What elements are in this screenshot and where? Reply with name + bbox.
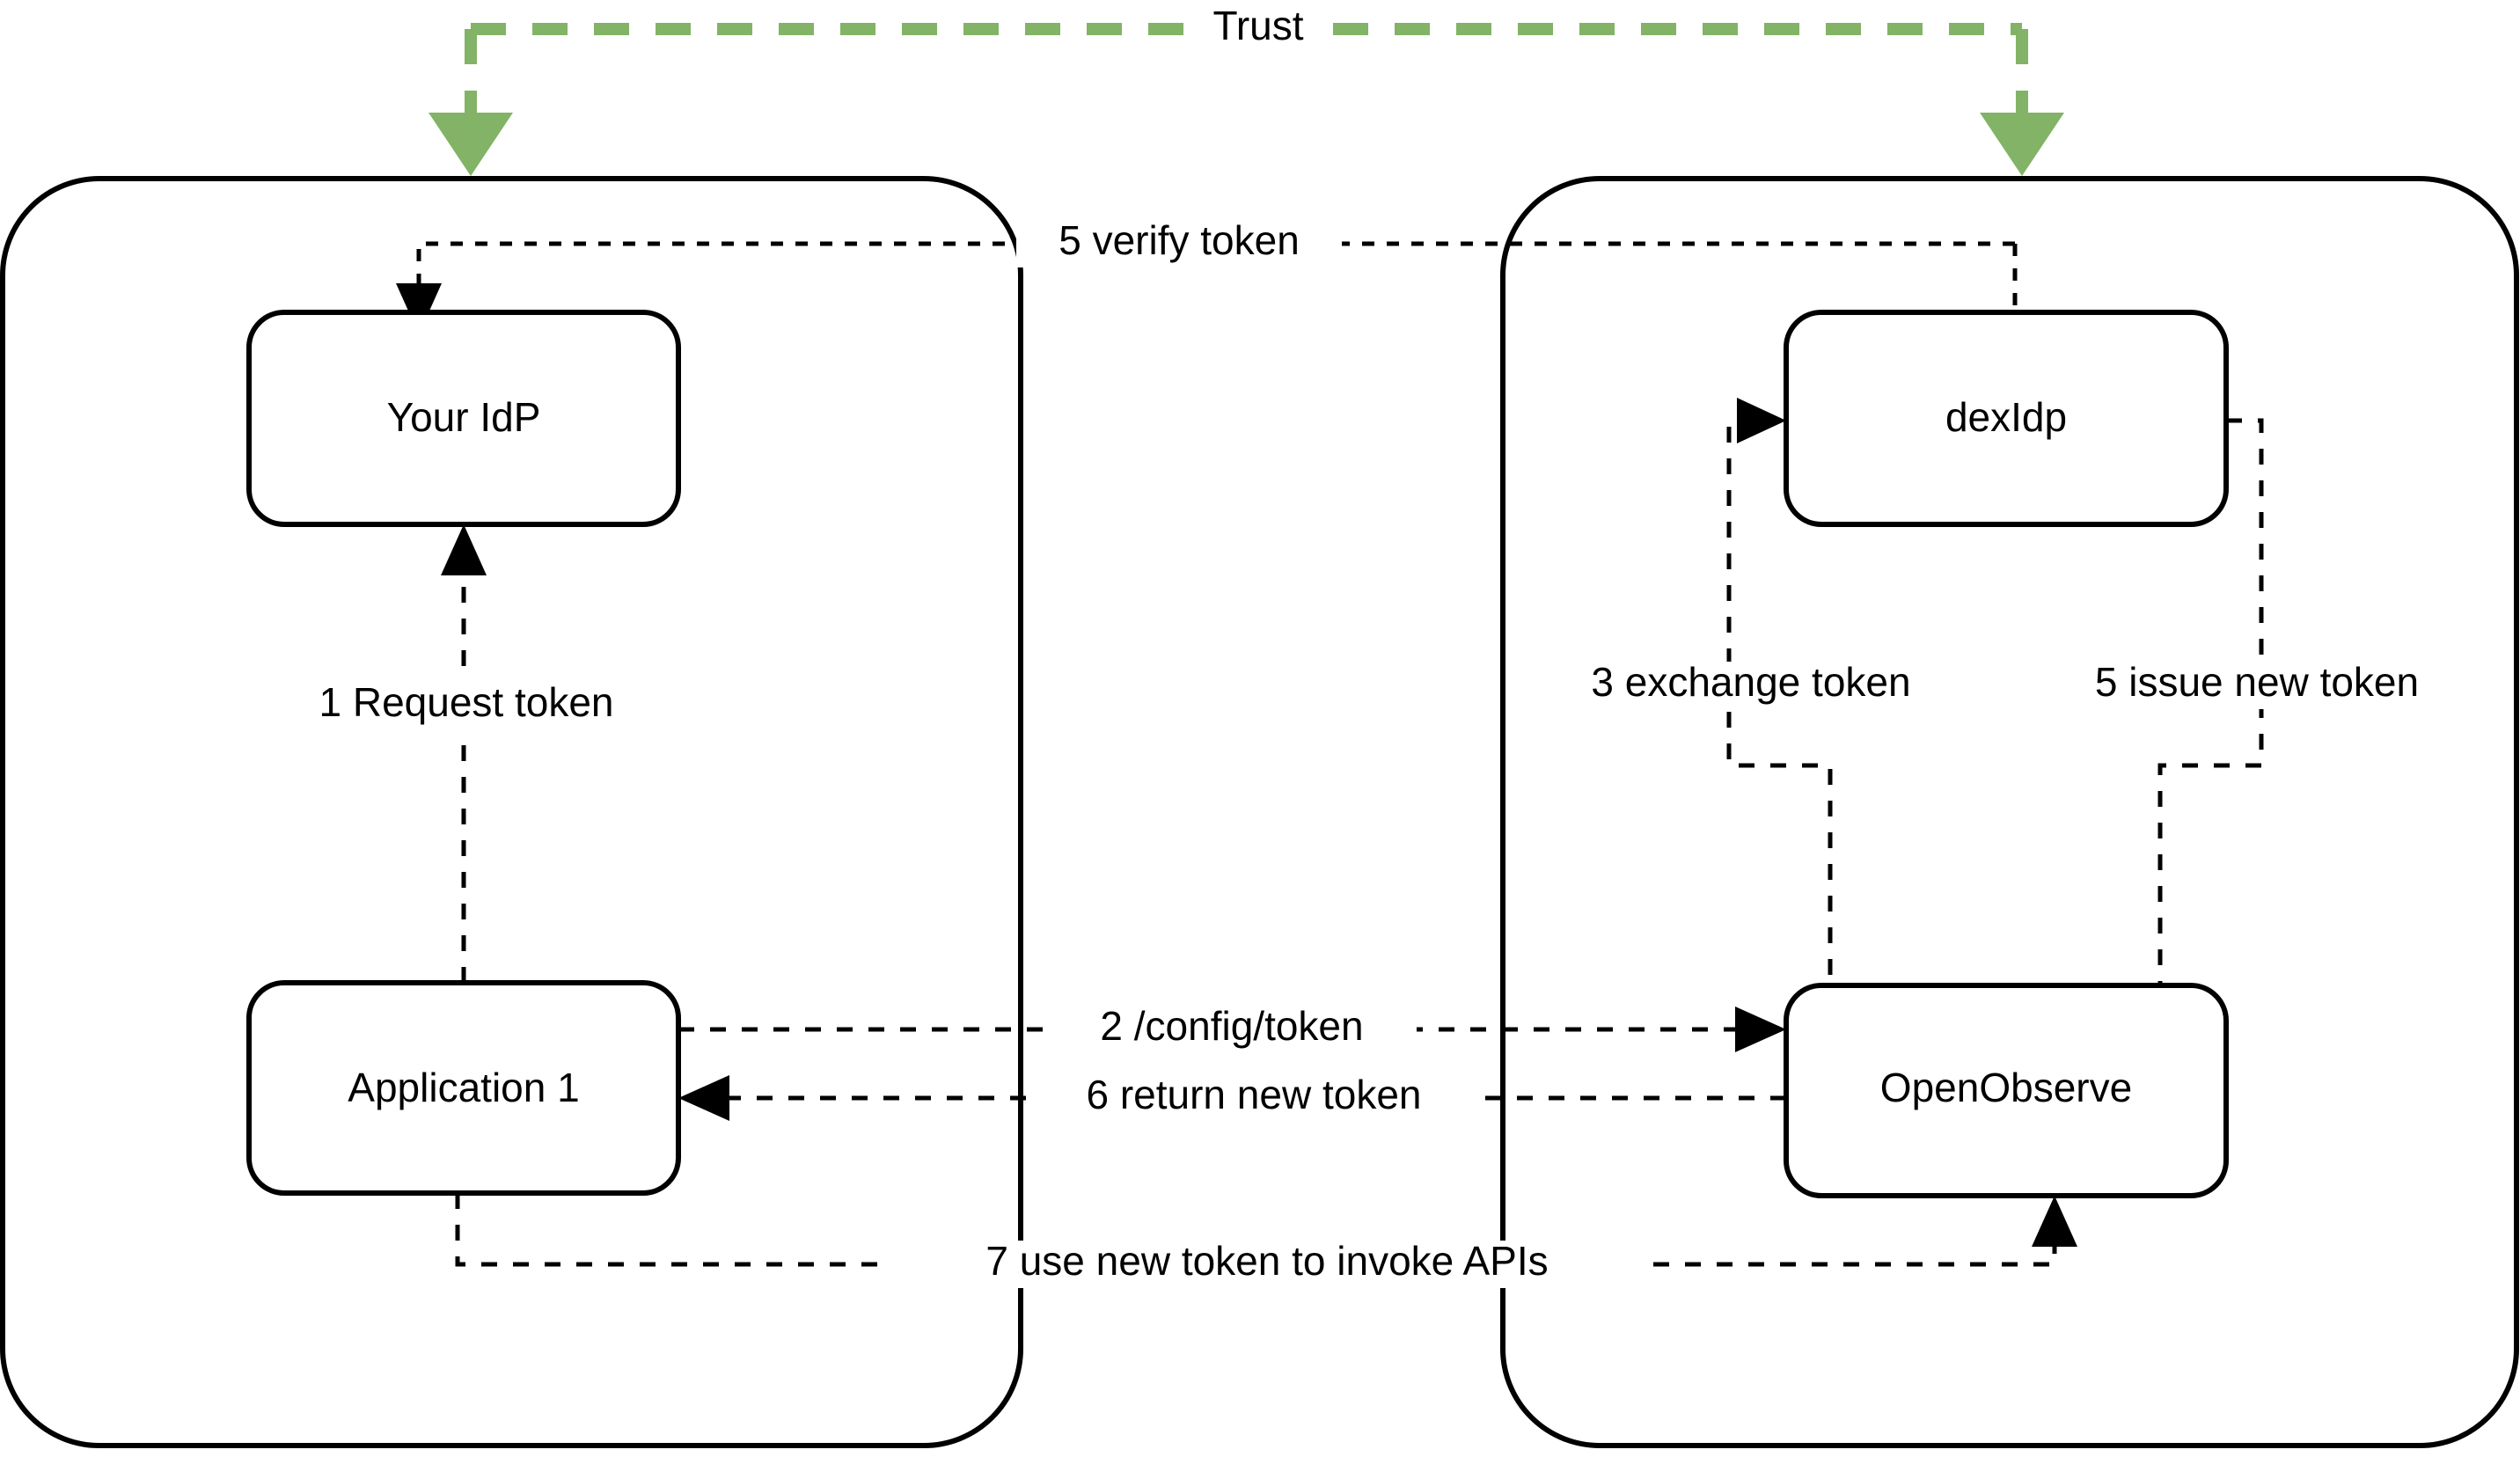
return-new-token-edge: 6 return new token <box>678 1072 1786 1122</box>
your-idp-label: Your IdP <box>387 394 541 440</box>
openobserve-label: OpenObserve <box>1880 1065 2132 1110</box>
request-token-edge: 1 Request token <box>268 524 664 983</box>
right-boundary-container <box>1500 176 2519 1448</box>
issue-new-token-label: 5 issue new token <box>2095 659 2419 705</box>
trust-label-backdrop <box>1183 7 1333 51</box>
node-openobserve[interactable]: OpenObserve <box>1784 983 2229 1198</box>
issue-new-token-edge: 5 issue new token <box>2033 418 2490 1038</box>
node-dexidp[interactable]: dexIdp <box>1784 310 2229 527</box>
exchange-token-arrowhead-icon <box>1737 398 1786 443</box>
left-boundary-container <box>0 176 1023 1448</box>
dexidp-label: dexIdp <box>1945 394 2067 440</box>
node-your-idp[interactable]: Your IdP <box>246 310 681 527</box>
use-new-token-label: 7 use new token to invoke APIs <box>985 1238 1548 1284</box>
request-token-arrowhead-icon <box>441 524 487 575</box>
use-new-token-label-backdrop <box>884 1241 1650 1288</box>
trust-left-arrowhead-icon <box>429 113 513 176</box>
exchange-token-label: 3 exchange token <box>1591 659 1910 705</box>
return-new-token-arrowhead-icon <box>678 1075 729 1121</box>
verify-token-label-backdrop <box>1016 220 1342 267</box>
verify-token-arrowhead-icon <box>396 283 442 334</box>
use-new-token-edge: 7 use new token to invoke APIs <box>455 1193 2077 1288</box>
exchange-token-label-backdrop <box>1531 662 1971 709</box>
trust-edge: Trust <box>429 3 2064 176</box>
config-token-edge: 2 /config/token <box>678 1003 1786 1053</box>
config-token-label-backdrop <box>1051 1006 1417 1053</box>
verify-token-path <box>416 241 2015 299</box>
issue-new-token-label-backdrop <box>2033 662 2490 709</box>
request-token-label: 1 Request token <box>319 679 613 725</box>
exchange-token-edge: 3 exchange token <box>1531 398 1971 1038</box>
use-new-token-arrowhead-icon <box>2032 1196 2077 1247</box>
node-application-1[interactable]: Application 1 <box>246 980 681 1196</box>
application-1-box[interactable] <box>246 980 681 1196</box>
trust-right-arrowhead-icon <box>1980 113 2064 176</box>
verify-token-edge: 5 verify token <box>396 217 2018 334</box>
return-new-token-label: 6 return new token <box>1086 1072 1421 1117</box>
config-token-arrowhead-icon <box>1735 1007 1786 1052</box>
request-token-label-backdrop <box>268 682 664 729</box>
verify-token-label: 5 verify token <box>1059 217 1300 263</box>
application-1-label: Application 1 <box>348 1065 579 1110</box>
issue-new-token-path <box>2157 418 2264 985</box>
trust-label: Trust <box>1212 3 1303 48</box>
openobserve-box[interactable] <box>1784 983 2229 1198</box>
config-token-label: 2 /config/token <box>1100 1003 1363 1049</box>
return-new-token-label-backdrop <box>1029 1074 1478 1122</box>
